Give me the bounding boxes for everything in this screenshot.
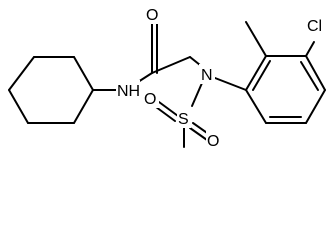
atom-sulfonamide-n: N (201, 67, 213, 84)
bond-s-o-left-a (158, 101, 179, 117)
bond-aryl-4 (305, 89, 326, 124)
molecule-structure: O NH N S O O Cl (8, 4, 328, 150)
bond-cyclohexyl-6 (73, 89, 94, 124)
bond-aryl-1-inner (252, 60, 271, 91)
bond-cyclohexyl-4 (8, 89, 29, 124)
atom-sulfonyl-oxygen-right: O (207, 133, 219, 150)
atom-sulfur: S (178, 111, 189, 128)
bond-n-s (191, 82, 203, 107)
atom-oxygen-carbonyl: O (146, 7, 158, 24)
bonds (8, 21, 326, 148)
bond-s-o-right-a (189, 127, 208, 141)
atom-labels: O NH N S O O Cl (116, 4, 328, 150)
bond-nh-co (137, 72, 153, 83)
atom-amide-nh: NH (117, 83, 140, 100)
atom-chlorine: Cl (307, 18, 322, 35)
bond-co-ch2 (151, 56, 191, 74)
bond-aryl-methyl (245, 21, 267, 57)
bond-cyclohexyl-1 (73, 56, 94, 91)
bond-cyclohexyl-3 (8, 56, 35, 91)
bond-n-aryl (214, 77, 247, 91)
atom-sulfonyl-oxygen-left: O (144, 91, 156, 108)
bond-aryl-cl (305, 41, 315, 57)
bond-aryl-6 (245, 89, 267, 124)
bond-s-o-left-b (155, 106, 176, 122)
bond-aryl-3 (305, 55, 326, 91)
bond-aryl-1 (245, 55, 267, 91)
bond-ch2-n (189, 56, 201, 66)
bond-aryl-3-inner (300, 61, 319, 91)
